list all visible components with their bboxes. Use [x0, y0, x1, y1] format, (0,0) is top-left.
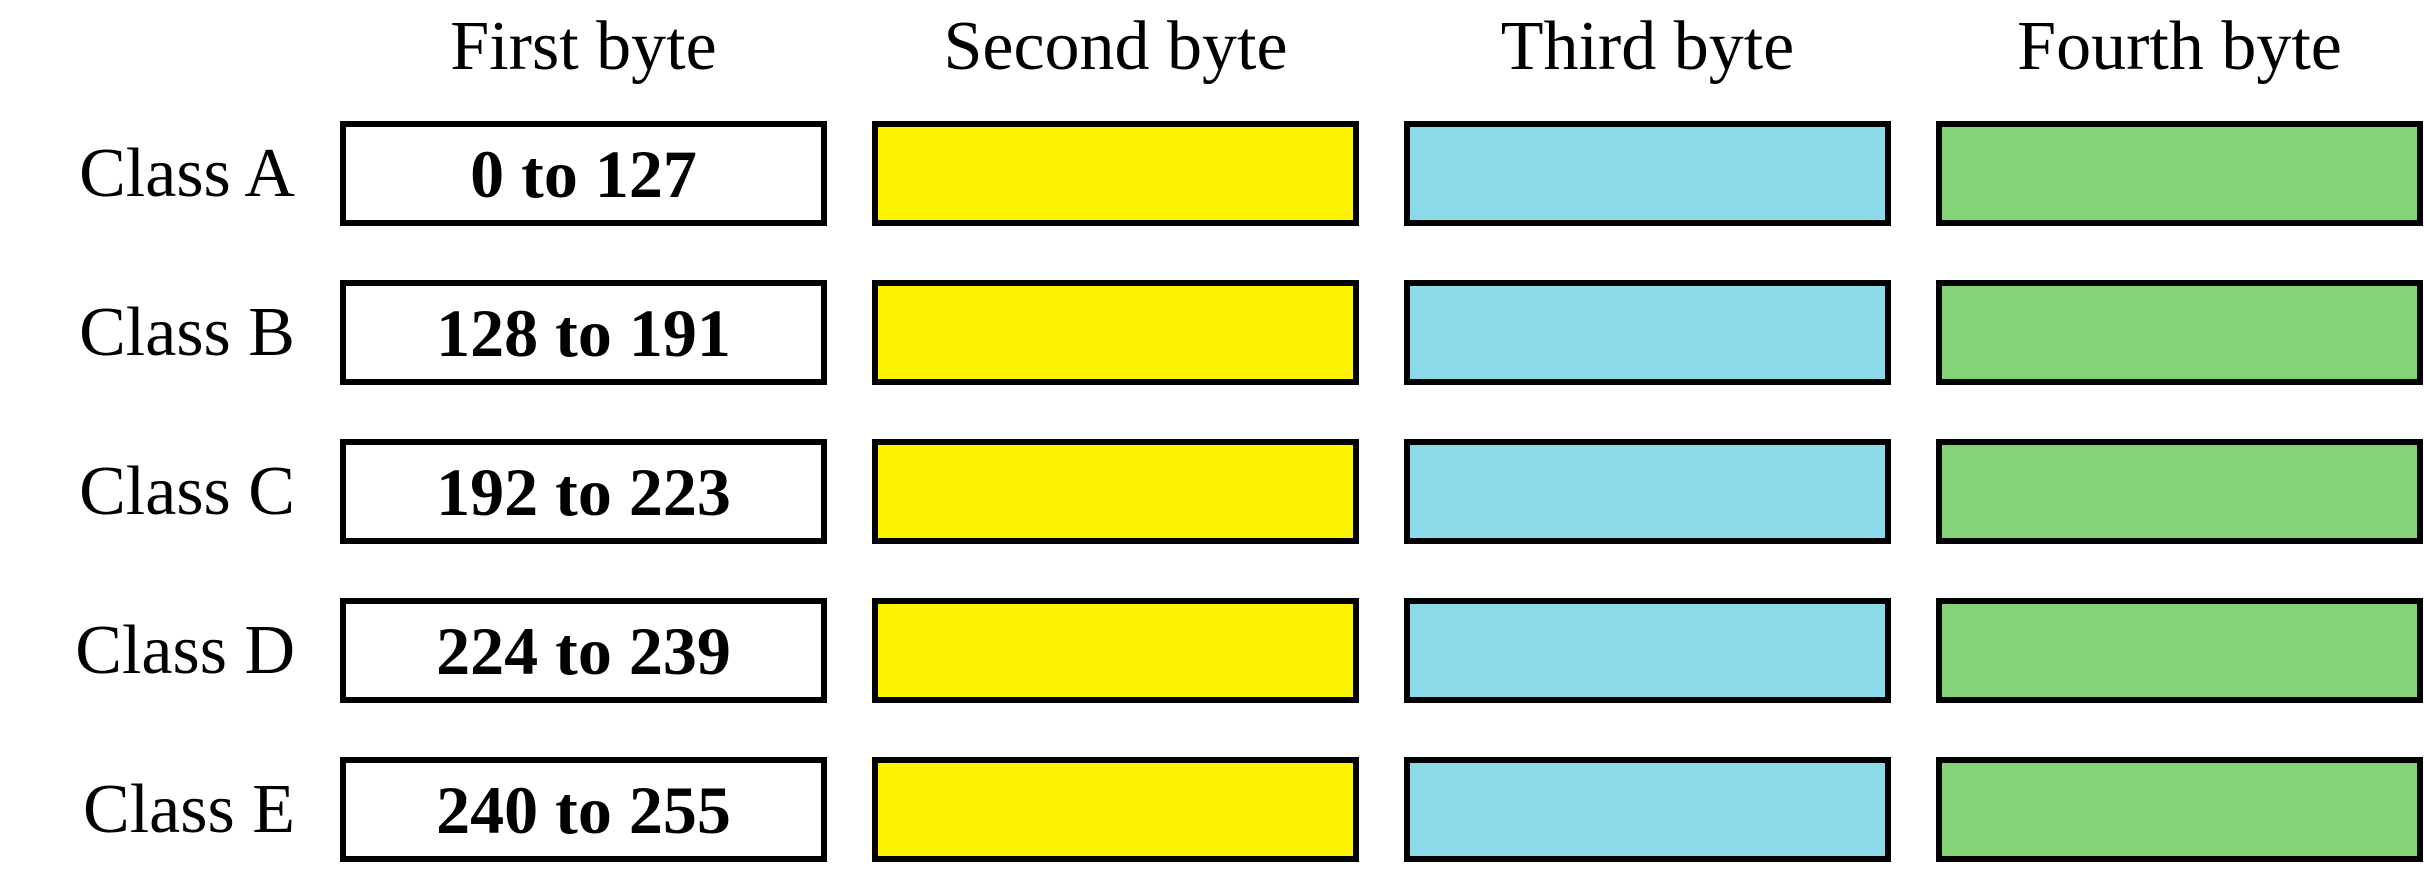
first-byte-range-box: 240 to 255: [340, 757, 827, 862]
first-byte-range-box: 224 to 239: [340, 598, 827, 703]
third-byte-box: [1404, 598, 1891, 703]
second-byte-box: [872, 439, 1359, 544]
column-header-second-byte: Second byte: [943, 8, 1288, 85]
second-byte-box: [872, 757, 1359, 862]
fourth-byte-box: [1936, 121, 2423, 226]
column-header-third-byte: Third byte: [1500, 8, 1795, 85]
row-label-class-a: Class A: [79, 134, 295, 212]
second-byte-box: [872, 121, 1359, 226]
second-byte-box: [872, 280, 1359, 385]
fourth-byte-box: [1936, 757, 2423, 862]
header-spacer: [0, 0, 295, 67]
row-label-class-e: Class E: [83, 770, 295, 848]
third-byte-box: [1404, 757, 1891, 862]
column-header-first-byte: First byte: [450, 8, 717, 85]
first-byte-range-box: 192 to 223: [340, 439, 827, 544]
fourth-byte-box: [1936, 280, 2423, 385]
row-label-class-d: Class D: [75, 611, 295, 689]
column-header-fourth-byte: Fourth byte: [2017, 8, 2342, 85]
fourth-byte-box: [1936, 598, 2423, 703]
fourth-byte-box: [1936, 439, 2423, 544]
second-byte-box: [872, 598, 1359, 703]
third-byte-box: [1404, 121, 1891, 226]
first-byte-range-box: 128 to 191: [340, 280, 827, 385]
third-byte-box: [1404, 439, 1891, 544]
row-label-class-c: Class C: [79, 452, 295, 530]
third-byte-box: [1404, 280, 1891, 385]
first-byte-range-box: 0 to 127: [340, 121, 827, 226]
row-label-class-b: Class B: [79, 293, 295, 371]
diagram-grid: First byte Second byte Third byte Fourth…: [0, 0, 2423, 862]
